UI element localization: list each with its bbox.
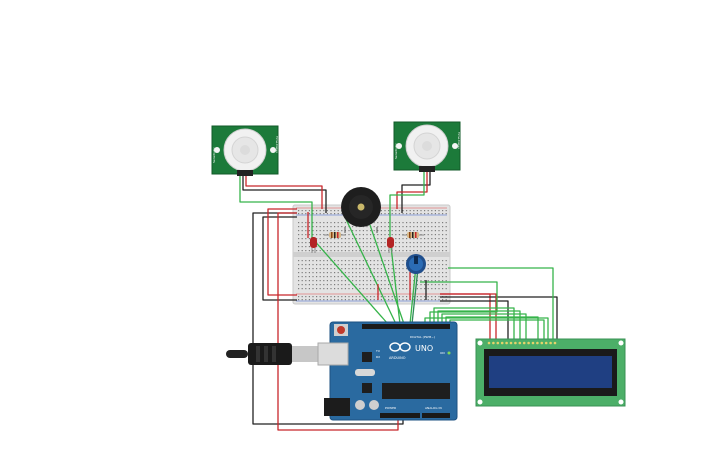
arduino-on-label: ON [440, 351, 445, 355]
wire-pir2-vcc [396, 170, 428, 209]
pir-sensor-2[interactable]: Sensitivity Time Delay [393, 121, 461, 172]
arduino-power-label: POWER [385, 406, 396, 410]
pir2-sensitivity-label: Sensitivity [394, 143, 398, 159]
wire-lcd-red2 [440, 293, 497, 340]
wire-lcd-gnd [440, 296, 558, 340]
led-right[interactable] [387, 237, 394, 253]
arduino-tx-label: TX [375, 349, 380, 353]
pir2-time-delay-label: Time Delay [457, 131, 461, 149]
arduino-infinity-logo [389, 342, 411, 352]
lcd-pin-header [487, 341, 557, 345]
usb-cable [226, 343, 318, 365]
wire-pir1-gnd [242, 174, 327, 213]
potentiometer[interactable] [406, 254, 426, 274]
piezo-buzzer[interactable] [341, 187, 381, 233]
resistor-left[interactable] [324, 232, 346, 238]
arduino-brand-label: ARDUINO [389, 356, 406, 360]
arduino-uno[interactable]: UNO ARDUINO DIGITAL (PWM~) POWER ANALOG … [317, 321, 458, 421]
wire-5v-left [262, 216, 297, 301]
wire-5v-red [267, 208, 297, 296]
pir-sensor-1[interactable]: Sensitivity Time Delay [211, 125, 279, 176]
wire-pir1-out [239, 174, 313, 238]
arduino-uno-label: UNO [415, 344, 433, 353]
led-left[interactable] [310, 237, 317, 253]
wire-pir2-out [389, 170, 425, 238]
wire-vin-red [277, 212, 399, 431]
arduino-digital-label: DIGITAL (PWM~) [410, 335, 435, 339]
pir1-time-delay-label: Time Delay [275, 135, 279, 153]
arduino-rx-label: RX [376, 355, 380, 359]
arduino-analog-label: ANALOG IN [425, 406, 442, 410]
lcd-16x2[interactable] [475, 338, 626, 407]
wire-pir1-vcc [245, 174, 323, 209]
pir1-sensitivity-label: Sensitivity [212, 147, 216, 163]
wire-lcd-gnd2 [440, 300, 509, 340]
resistor-right[interactable] [402, 232, 424, 238]
wire-pir2-gnd [401, 170, 431, 213]
